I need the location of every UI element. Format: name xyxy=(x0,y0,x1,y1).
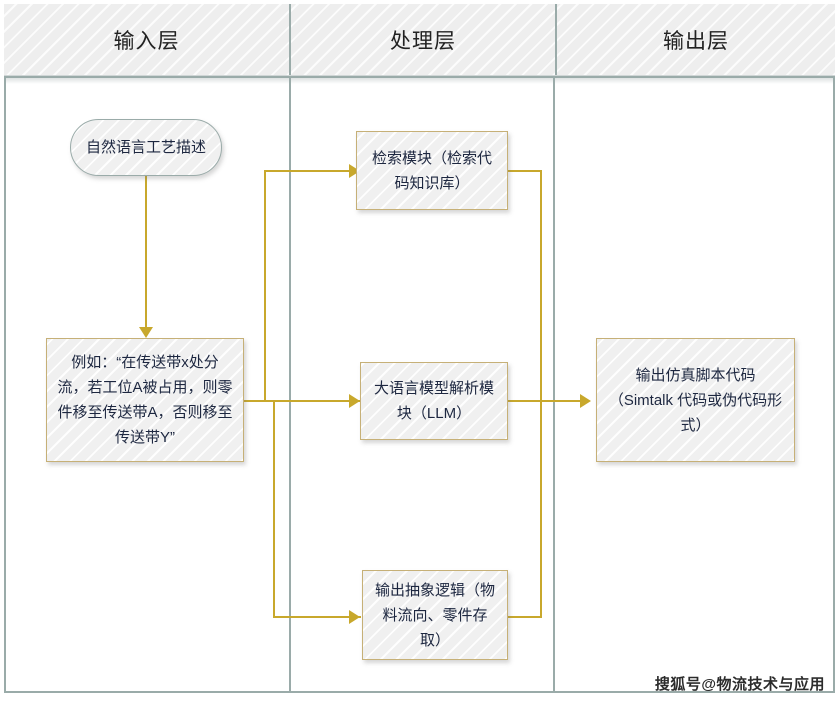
lane-title-input: 输入层 xyxy=(113,29,180,53)
connector-to-abstract xyxy=(273,616,361,618)
connector-to-output xyxy=(508,400,588,402)
lane-header-input: 输入层 xyxy=(4,4,289,75)
lane-header-divider-1 xyxy=(289,4,291,75)
arrowhead-to-abstract xyxy=(349,610,360,624)
connector-branch-down xyxy=(273,400,275,618)
connector-branch-up xyxy=(264,170,266,402)
connector-start-to-example xyxy=(145,176,147,331)
node-abstract-label: 输出抽象逻辑（物料流向、零件存取） xyxy=(374,581,495,649)
connector-example-out xyxy=(244,400,361,402)
lane-header-band: 输入层 处理层 输出层 xyxy=(4,4,835,75)
node-llm-module[interactable]: 大语言模型解析模块（LLM） xyxy=(360,362,508,440)
arrowhead-to-retrieval xyxy=(349,164,360,178)
connector-right-trunk-lower xyxy=(540,400,542,618)
node-output-code[interactable]: 输出仿真脚本代码（Simtalk 代码或伪代码形式） xyxy=(596,338,795,462)
arrowhead-to-output xyxy=(580,394,591,408)
node-example-label: 例如：“在传送带x处分流，若工位A被占用，则零件移至传送带A，否则移至传送带Y” xyxy=(57,354,233,446)
arrowhead-to-llm xyxy=(349,394,360,408)
lane-header-divider-2 xyxy=(555,4,557,75)
node-start-natural-language[interactable]: 自然语言工艺描述 xyxy=(70,119,222,176)
node-example-description[interactable]: 例如：“在传送带x处分流，若工位A被占用，则零件移至传送带A，否则移至传送带Y” xyxy=(46,338,244,462)
node-abstract-logic[interactable]: 输出抽象逻辑（物料流向、零件存取） xyxy=(362,570,508,660)
connector-to-retrieval xyxy=(264,170,361,172)
node-start-label: 自然语言工艺描述 xyxy=(85,139,206,156)
lane-title-output: 输出层 xyxy=(663,29,729,53)
node-llm-label: 大语言模型解析模块（LLM） xyxy=(373,380,494,422)
connector-right-trunk-upper xyxy=(540,170,542,402)
lane-header-output: 输出层 xyxy=(557,4,835,75)
watermark: 搜狐号@物流技术与应用 xyxy=(654,676,825,693)
connector-retrieval-out xyxy=(508,170,542,172)
arrowhead-start-to-example xyxy=(139,327,153,338)
node-retrieval-module[interactable]: 检索模块（检索代码知识库） xyxy=(356,131,508,210)
lane-body-output xyxy=(553,76,835,693)
lane-header-processing: 处理层 xyxy=(291,4,555,75)
connector-abstract-out xyxy=(508,616,542,618)
node-retrieval-label: 检索模块（检索代码知识库） xyxy=(371,149,492,192)
lane-title-processing: 处理层 xyxy=(390,29,456,53)
node-output-label: 输出仿真脚本代码（Simtalk 代码或伪代码形式） xyxy=(608,366,783,434)
